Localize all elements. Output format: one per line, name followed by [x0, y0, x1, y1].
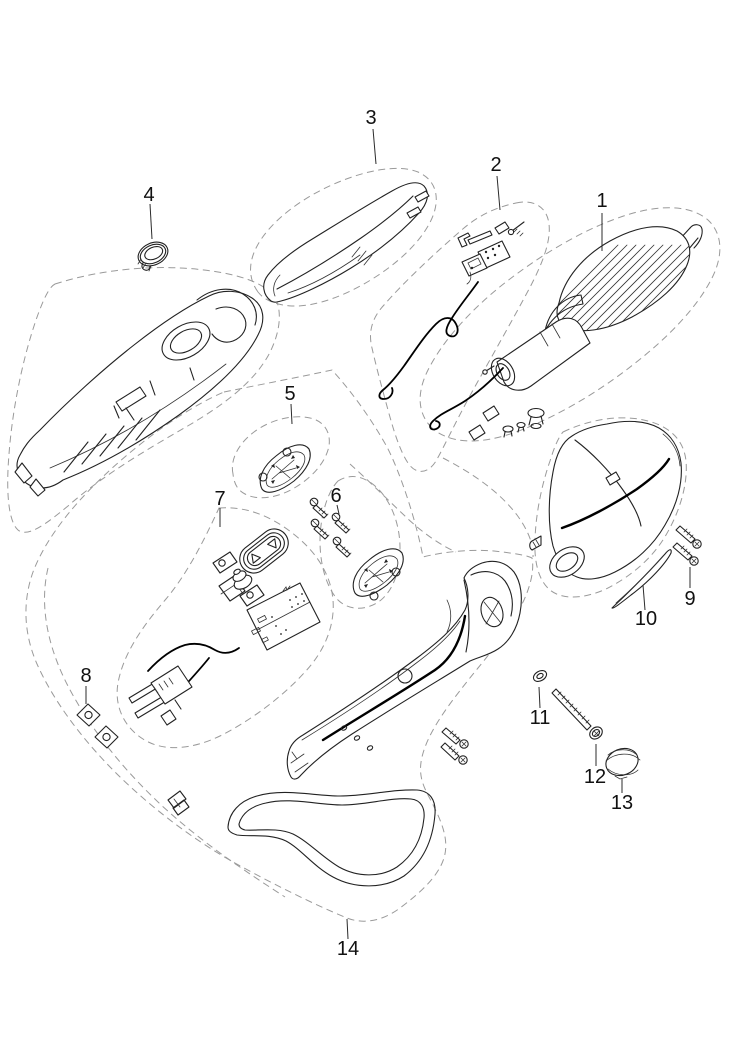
group-outlines	[7, 167, 721, 922]
switch-knob	[232, 568, 253, 590]
part-label-12: 12	[584, 766, 606, 788]
part-14-strap-loop	[227, 789, 436, 887]
part-9-screws	[672, 525, 702, 566]
group-outline-7	[116, 507, 334, 749]
leader-11	[538, 686, 541, 709]
part-label-8: 8	[80, 665, 91, 687]
part-label-7: 7	[214, 488, 225, 510]
screw	[331, 512, 351, 534]
part-label-9: 9	[684, 588, 695, 610]
part-label-4: 4	[143, 184, 154, 206]
part-5-gasket-upper	[258, 444, 311, 493]
part-clip	[167, 790, 190, 816]
part-label-3: 3	[365, 107, 376, 129]
screw	[309, 497, 329, 519]
group-outline-1	[419, 207, 721, 442]
part-label-2: 2	[490, 154, 501, 176]
leader-10	[642, 584, 646, 611]
rating-label-plate	[246, 582, 321, 651]
leader-6	[336, 504, 340, 515]
screw	[332, 536, 352, 558]
handle-screws	[440, 727, 469, 765]
part-7-switch-assembly	[128, 528, 321, 726]
leader-5	[290, 403, 293, 425]
group-outline-channel-neck	[349, 463, 457, 553]
part-13-cap	[605, 747, 641, 780]
part-label-11: 11	[530, 707, 551, 729]
leader-2	[496, 175, 501, 211]
group-outline-2	[370, 201, 550, 472]
part-10-blade	[611, 549, 672, 609]
group-outline-5-upper	[231, 416, 330, 499]
part-label-5: 5	[284, 383, 295, 405]
part-2-cable-kit	[378, 221, 525, 400]
part-11-nut	[532, 670, 548, 682]
screw	[310, 518, 330, 540]
part-label-6: 6	[330, 485, 341, 507]
leader-4	[149, 203, 153, 240]
part-label-13: 13	[611, 792, 633, 814]
part-3-cover	[263, 182, 430, 303]
part-6-screws	[309, 497, 352, 558]
part-4-grommet	[137, 241, 169, 272]
part-body-right-drawing	[529, 420, 682, 580]
part-housing-left-drawing	[14, 288, 264, 497]
group-outline-channel-right	[442, 457, 534, 558]
part-label-1: 1	[596, 190, 607, 212]
rocker-button	[239, 528, 289, 574]
group-outline-3	[250, 167, 437, 307]
part-label-10: 10	[635, 608, 657, 630]
leader-3	[372, 128, 377, 165]
group-outline-channel-left	[44, 567, 286, 898]
part-handle-housing-drawing	[286, 560, 522, 780]
group-outline-body-right	[534, 417, 687, 598]
part-label-14: 14	[337, 938, 359, 960]
part-5-gasket-lower	[352, 548, 404, 601]
leader-14	[346, 918, 349, 940]
group-outline-5-lower	[319, 476, 401, 609]
part-labels: 1 2 3 4 5 6 7 8 9 10 11 12 13 14	[80, 107, 695, 960]
leader-lines	[85, 128, 691, 940]
part-12-long-screw	[551, 688, 603, 740]
group-outline-housing-left	[7, 267, 280, 533]
group-outline-14	[25, 369, 534, 922]
part-8-square-nuts	[76, 703, 119, 749]
